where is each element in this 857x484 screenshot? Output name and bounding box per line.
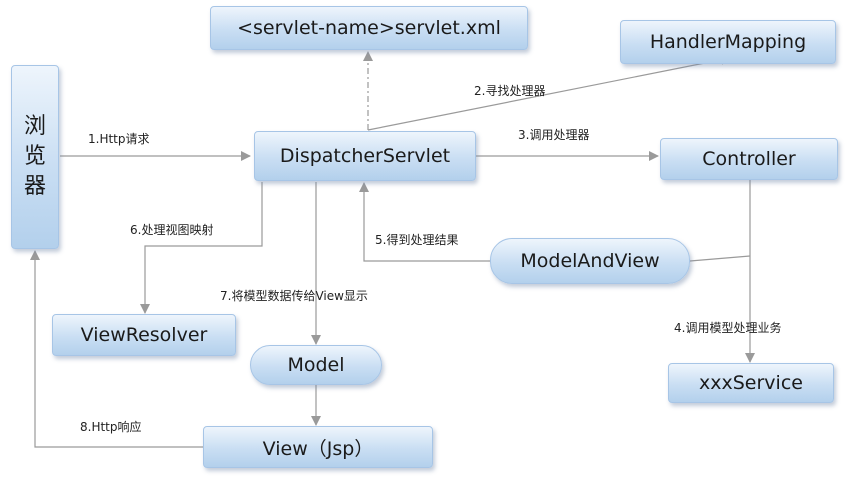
browser-char-3: 器 [23,174,46,199]
label-find-handler: 2.寻找处理器 [474,84,546,98]
label-http-request: 1.Http请求 [88,132,150,146]
label-call-service: 4.调用模型处理业务 [674,321,782,335]
servlet-xml-node: <servlet-name>servlet.xml [210,6,528,50]
view-resolver-node: ViewResolver [52,314,236,356]
view-jsp-node: View（Jsp） [203,426,433,468]
browser-node: 浏 览 器 [11,65,59,249]
browser-char-2: 览 [23,144,46,169]
label-get-result: 5.得到处理结果 [375,233,459,247]
model-and-view-node: ModelAndView [490,238,690,284]
label-view-mapping: 6.处理视图映射 [130,223,214,237]
arrow-find-handler [367,54,731,131]
line-result [689,255,751,262]
label-pass-model: 7.将模型数据传给View显示 [220,289,368,303]
model-node: Model [250,345,382,385]
handler-mapping-node: HandlerMapping [620,20,836,64]
arrow-http-response [30,250,203,448]
label-call-handler: 3.调用处理器 [518,128,590,142]
browser-char-1: 浏 [23,114,46,139]
xxx-service-node: xxxService [668,363,834,403]
label-http-response: 8.Http响应 [80,420,142,434]
arrow-view-mapping [140,182,263,314]
controller-node: Controller [660,138,838,180]
dispatcher-servlet-node: DispatcherServlet [254,131,476,181]
arrow-get-result [359,182,490,262]
